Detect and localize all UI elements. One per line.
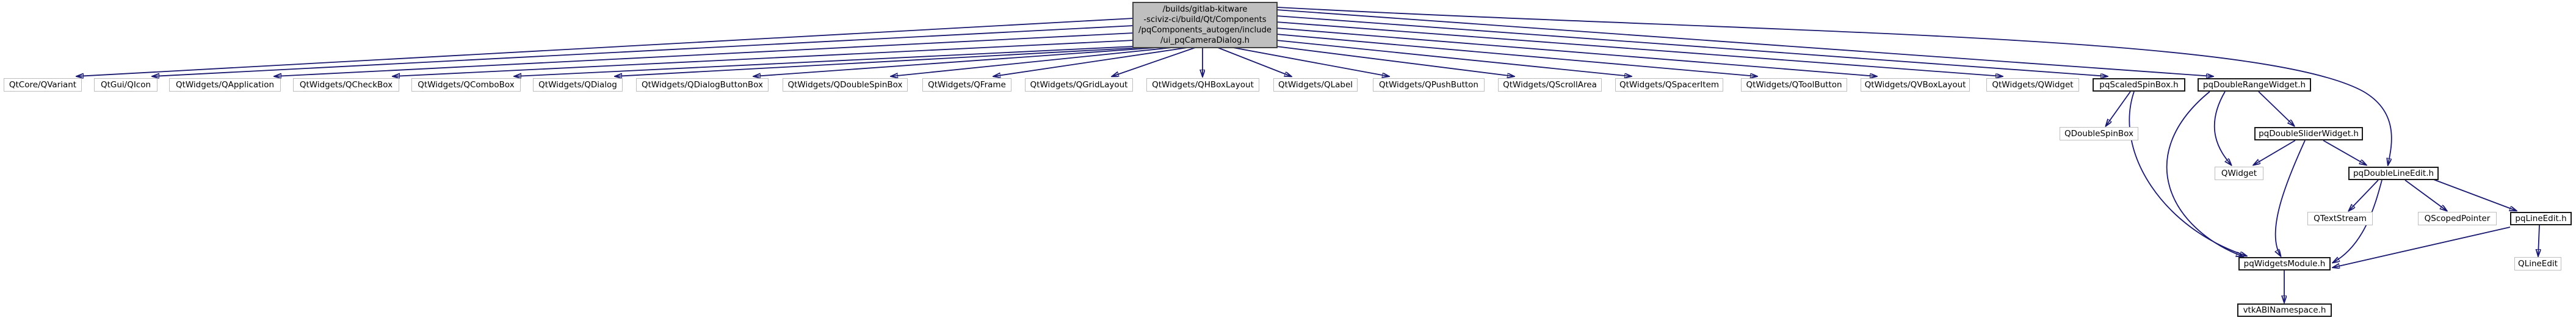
edge-root-to-qtwidgets-qgridlayout bbox=[1112, 47, 1196, 76]
node-qtwidgets-qdoublespinbox: QtWidgets/QDoubleSpinBox bbox=[783, 78, 908, 92]
edge-root-to-qtgui-qicon bbox=[153, 25, 1134, 76]
node-qtwidgets-qframe: QtWidgets/QFrame bbox=[922, 78, 1011, 92]
edge-root-to-qtwidgets-qlabel bbox=[1217, 47, 1291, 76]
edge-root-to-qtwidgets-qdialog bbox=[615, 47, 1142, 76]
edge-root-to-qtwidgets-qdialogbuttonbox bbox=[754, 47, 1157, 76]
edge-pqlineedit-to-pqwidgetsmodule bbox=[2333, 227, 2511, 267]
edge-root-to-qtwidgets-qpushbutton bbox=[1232, 47, 1389, 76]
node-qtextstream: QTextStream bbox=[2307, 212, 2373, 225]
edge-root-to-qtwidgets-qapplication bbox=[275, 32, 1134, 76]
edge-pqlineedit-to-qlineedit bbox=[2538, 225, 2539, 256]
edge-pqdoublesliderwidget-to-pqdoublelineedit bbox=[2323, 140, 2366, 165]
edge-root-to-qtwidgets-qvboxlayout bbox=[1276, 27, 1876, 76]
edge-root-to-qtwidgets-qdoublespinbox bbox=[891, 47, 1173, 76]
edge-pqdoublesliderwidget-to-qwidget bbox=[2254, 140, 2296, 165]
node-pqwidgetsmodule-h[interactable]: pqWidgetsModule.h bbox=[2238, 257, 2331, 270]
edge-pqscaledspinbox-to-qdoublespinbox bbox=[2106, 91, 2131, 126]
node-qtwidgets-qhboxlayout: QtWidgets/QHBoxLayout bbox=[1146, 78, 1259, 92]
node-pqdoublerangewidget-h[interactable]: pqDoubleRangeWidget.h bbox=[2198, 78, 2311, 92]
node-qtwidgets-qtoolbutton: QtWidgets/QToolButton bbox=[1741, 78, 1847, 92]
edge-root-to-pqdoublelineedit-h bbox=[1277, 7, 2392, 165]
node-qscopedpointer: QScopedPointer bbox=[2418, 212, 2497, 225]
node-qdoublespinbox: QDoubleSpinBox bbox=[2060, 127, 2138, 140]
node-pqscaledspinbox-h[interactable]: pqScaledSpinBox.h bbox=[2093, 78, 2185, 92]
edge-root-to-qtcore-qvariant bbox=[77, 18, 1134, 76]
edge-root-to-qtwidgets-qtoolbutton bbox=[1276, 34, 1757, 76]
edge-root-to-qtwidgets-qscrollarea bbox=[1276, 46, 1514, 76]
node-qtwidgets-qscrollarea: QtWidgets/QScrollArea bbox=[1498, 78, 1602, 92]
node-vtkabinamespace-h[interactable]: vtkABINamespace.h bbox=[2237, 303, 2332, 317]
node-qtwidgets-qwidget: QtWidgets/QWidget bbox=[1986, 78, 2079, 92]
node-pqdoublelineedit-h[interactable]: pqDoubleLineEdit.h bbox=[2348, 167, 2439, 180]
edge-root-to-qtwidgets-qspaceritem bbox=[1276, 40, 1631, 76]
node-qwidget: QWidget bbox=[2215, 167, 2263, 180]
edge-root-to-qtwidgets-qframe bbox=[994, 47, 1188, 76]
edge-pqdoublelineedit-to-pqlineedit bbox=[2431, 178, 2516, 211]
edge-pqdoublerangewidget-to-pqdoublesliderwidget bbox=[2258, 91, 2294, 126]
node-qtwidgets-qpushbutton: QtWidgets/QPushButton bbox=[1373, 78, 1485, 92]
node-pqlineedit-h[interactable]: pqLineEdit.h bbox=[2510, 212, 2572, 225]
node-qtwidgets-qcombobox: QtWidgets/QComboBox bbox=[411, 78, 521, 92]
node-qtwidgets-qspaceritem: QtWidgets/QSpacerItem bbox=[1615, 78, 1723, 92]
node-qtwidgets-qapplication: QtWidgets/QApplication bbox=[169, 78, 281, 92]
node-qtwidgets-qdialog: QtWidgets/QDialog bbox=[533, 78, 623, 92]
edge-root-to-qtwidgets-qcombobox bbox=[515, 46, 1134, 76]
node-qlineedit: QLineEdit bbox=[2514, 257, 2561, 270]
node-qtcore-qvariant: QtCore/QVariant bbox=[4, 78, 82, 92]
node-qtwidgets-qvboxlayout: QtWidgets/QVBoxLayout bbox=[1861, 78, 1970, 92]
edge-pqdoublelineedit-to-qtextstream bbox=[2349, 180, 2379, 211]
edge-root-to-qtwidgets-qcheckbox bbox=[393, 40, 1134, 76]
node-qtwidgets-qlabel: QtWidgets/QLabel bbox=[1273, 78, 1358, 92]
edge-root-to-pqdoublerangewidget-h bbox=[1276, 9, 2213, 76]
root-node-ui-pqcameradialog-h: /builds/gitlab-kitware -sciviz-ci/build/… bbox=[1132, 2, 1278, 48]
edge-pqdoublerangewidget-to-qwidget bbox=[2213, 91, 2231, 165]
node-qtwidgets-qdialogbuttonbox: QtWidgets/QDialogButtonBox bbox=[636, 78, 769, 92]
node-qtwidgets-qgridlayout: QtWidgets/QGridLayout bbox=[1025, 78, 1133, 92]
node-qtwidgets-qcheckbox: QtWidgets/QCheckBox bbox=[293, 78, 399, 92]
node-pqdoublesliderwidget-h[interactable]: pqDoubleSliderWidget.h bbox=[2254, 127, 2363, 140]
edge-root-to-pqscaledspinbox-h bbox=[1276, 15, 2107, 76]
edge-root-to-qtwidgets-qwidget bbox=[1276, 21, 2002, 76]
edge-pqdoublesliderwidget-to-pqwidgetsmodule bbox=[2276, 140, 2306, 256]
edge-pqdoublerangewidget-to-pqwidgetsmodule bbox=[2166, 91, 2243, 256]
node-qtgui-qicon: QtGui/QIcon bbox=[94, 78, 157, 92]
edge-pqdoublelineedit-to-qscopedpointer bbox=[2404, 180, 2447, 211]
